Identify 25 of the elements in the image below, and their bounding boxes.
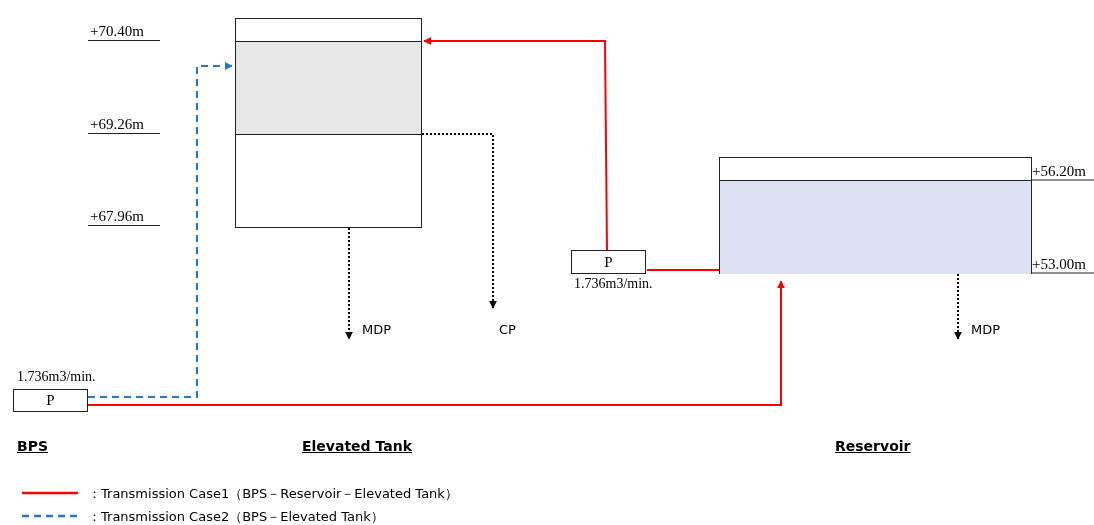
elevation-label: +67.96m <box>88 208 160 226</box>
pipe-arrow <box>954 273 962 340</box>
site-heading: BPS <box>17 438 48 454</box>
outlet-label: CP <box>499 322 516 337</box>
pipe-arrow <box>87 280 785 406</box>
pipe-arrow <box>87 62 233 398</box>
pump-box: P <box>571 250 646 274</box>
pipe-arrow <box>423 37 608 251</box>
flow-rate-label: 1.736m3/min. <box>574 276 653 292</box>
elevated-tank <box>235 18 422 228</box>
legend-text: ：Transmission Case2（BPS－Elevated Tank） <box>88 508 384 525</box>
site-heading: Reservoir <box>835 438 911 454</box>
elevation-label: +53.00m <box>1032 256 1086 273</box>
site-heading: Elevated Tank <box>302 438 412 454</box>
outlet-label: MDP <box>362 322 392 337</box>
pipe-arrow <box>345 227 353 340</box>
flow-rate-label: 1.736m3/min. <box>17 369 96 385</box>
reservoir-tank <box>719 157 1032 274</box>
elevation-label: +69.26m <box>88 116 160 134</box>
pipe-arrow <box>421 133 497 309</box>
elevation-label: +56.20m <box>1032 163 1086 180</box>
pump-box: P <box>13 389 88 412</box>
legend-text: ：Transmission Case1（BPS－Reservoir－Elevated Tank） <box>88 485 458 503</box>
outlet-label: MDP <box>971 322 1001 337</box>
elevation-label: +70.40m <box>88 23 160 41</box>
